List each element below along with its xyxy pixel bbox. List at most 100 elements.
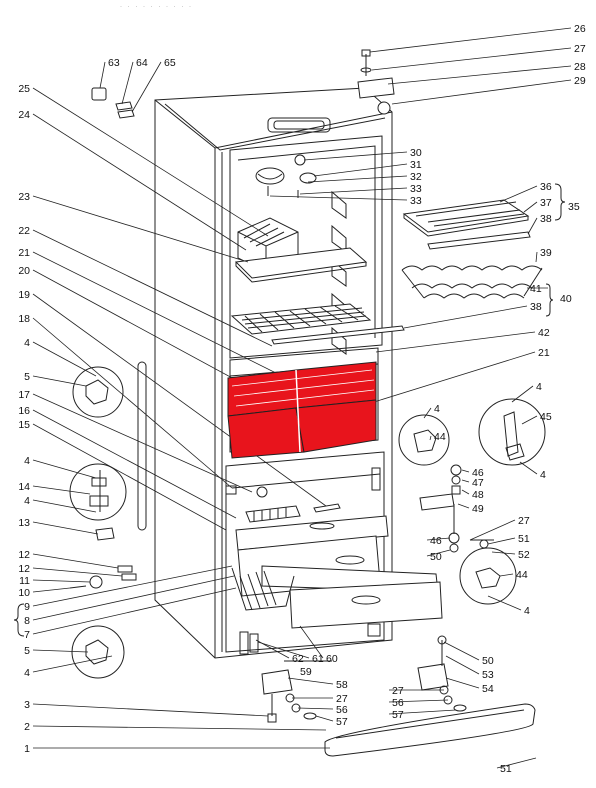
mid-hinge-group bbox=[419, 464, 494, 556]
callout-label-4: 4 bbox=[536, 381, 542, 393]
leader-line-65 bbox=[131, 61, 162, 113]
callout-label-52: 52 bbox=[518, 549, 530, 561]
callout-label-31: 31 bbox=[410, 159, 422, 171]
leader-line-54 bbox=[445, 677, 480, 689]
leader-line-46 bbox=[426, 537, 451, 541]
rim-37 bbox=[427, 209, 525, 227]
leader-line-28 bbox=[387, 65, 572, 85]
callout-label-38: 38 bbox=[540, 213, 552, 225]
leader-line-30 bbox=[303, 151, 408, 161]
glass-shelf-in-cabinet bbox=[234, 247, 368, 283]
callout-label-19: 19 bbox=[18, 289, 30, 301]
leader-line-4 bbox=[487, 595, 522, 611]
leader-line-50 bbox=[426, 549, 451, 557]
callout-label-64: 64 bbox=[136, 57, 148, 69]
leader-line-5 bbox=[32, 649, 89, 653]
callout-label-4: 4 bbox=[24, 495, 30, 507]
leader-line-60 bbox=[299, 625, 324, 659]
callout-label-20: 20 bbox=[18, 265, 30, 277]
door-tube bbox=[137, 361, 147, 531]
callout-label-11: 11 bbox=[19, 575, 30, 587]
callout-label-53: 53 bbox=[482, 669, 494, 681]
callout-label-44: 44 bbox=[516, 569, 528, 581]
leader-line-51 bbox=[496, 757, 537, 769]
callout-label-18: 18 bbox=[18, 313, 30, 325]
leader-line-49 bbox=[457, 503, 470, 509]
callout-label-56: 56 bbox=[392, 697, 404, 709]
wire-shelf-in-cabinet bbox=[230, 303, 372, 335]
callout-label-41: 41 bbox=[530, 283, 542, 295]
leader-line-10 bbox=[32, 587, 71, 593]
leader-line-23 bbox=[32, 195, 249, 263]
callout-label-51: 51 bbox=[500, 763, 512, 775]
leader-line-36 bbox=[499, 185, 538, 203]
leader-line-4 bbox=[32, 499, 97, 513]
callout-label-33: 33 bbox=[410, 183, 422, 195]
callout-label-4: 4 bbox=[24, 337, 30, 349]
callout-label-50: 50 bbox=[482, 655, 494, 667]
leader-line-64 bbox=[121, 61, 134, 105]
callout-label-21: 21 bbox=[538, 347, 550, 359]
leader-line-45 bbox=[521, 415, 538, 425]
callout-label-59: 59 bbox=[300, 666, 312, 678]
callout-label-24: 24 bbox=[18, 109, 30, 121]
callout-label-30: 30 bbox=[410, 147, 422, 159]
leader-line-63 bbox=[99, 61, 106, 89]
leader-line-12 bbox=[32, 567, 123, 577]
callout-label-56: 56 bbox=[336, 704, 348, 716]
crisper-drawers-highlight bbox=[227, 361, 377, 459]
trim-bar bbox=[271, 325, 405, 345]
callout-label-35: 35 bbox=[568, 201, 580, 213]
leader-line-4 bbox=[32, 341, 97, 377]
header-scan-text: · · · · · · · · · · bbox=[120, 4, 193, 10]
callout-label-15: 15 bbox=[18, 419, 30, 431]
callout-label-38: 38 bbox=[530, 301, 542, 313]
callout-label-54: 54 bbox=[482, 683, 494, 695]
callout-label-1: 1 bbox=[24, 743, 30, 755]
leader-line-29 bbox=[391, 79, 572, 105]
callout-label-48: 48 bbox=[472, 489, 484, 501]
leader-line-38 bbox=[403, 305, 528, 329]
leader-line-12 bbox=[32, 553, 119, 569]
leader-line-18 bbox=[32, 317, 233, 489]
leader-line-11 bbox=[32, 579, 91, 583]
leader-line-32 bbox=[307, 175, 408, 183]
callout-label-10: 10 bbox=[18, 587, 30, 599]
wine-rack-39 bbox=[401, 265, 543, 299]
leader-line-7 bbox=[32, 587, 237, 635]
left-small-parts bbox=[69, 527, 137, 589]
callout-label-46: 46 bbox=[472, 467, 484, 479]
small-bits-mid bbox=[225, 467, 381, 655]
leader-line-21 bbox=[32, 251, 291, 381]
leader-line-4 bbox=[519, 461, 538, 475]
leader-line-57 bbox=[315, 715, 334, 722]
leader-line-8 bbox=[32, 575, 235, 621]
callout-label-51: 51 bbox=[518, 533, 530, 545]
callout-label-4: 4 bbox=[434, 403, 440, 415]
leader-line-16 bbox=[32, 409, 237, 519]
callout-label-65: 65 bbox=[164, 57, 176, 69]
leader-line-56 bbox=[388, 699, 449, 703]
callout-label-33: 33 bbox=[410, 195, 422, 207]
bottom-hinge bbox=[261, 669, 317, 723]
callout-label-8: 8 bbox=[24, 615, 30, 627]
callout-label-9: 9 bbox=[24, 601, 30, 613]
callout-label-3: 3 bbox=[24, 699, 30, 711]
leader-line-3 bbox=[32, 703, 269, 717]
leader-line-4 bbox=[511, 385, 534, 403]
callout-label-5: 5 bbox=[24, 645, 30, 657]
leader-line-15 bbox=[32, 423, 227, 531]
callout-label-26: 26 bbox=[574, 23, 586, 35]
items-63-65 bbox=[91, 87, 135, 119]
leader-line-9 bbox=[32, 565, 233, 607]
leader-line-26 bbox=[369, 27, 572, 53]
leader-line-24 bbox=[32, 113, 247, 251]
callout-label-27: 27 bbox=[574, 43, 586, 55]
callout-label-2: 2 bbox=[24, 721, 30, 733]
leader-line-14 bbox=[32, 485, 91, 495]
trim-38a bbox=[427, 231, 531, 250]
hinge-top-26-29 bbox=[357, 49, 395, 115]
leader-line-27 bbox=[469, 519, 516, 541]
callout-label-49: 49 bbox=[472, 503, 484, 515]
